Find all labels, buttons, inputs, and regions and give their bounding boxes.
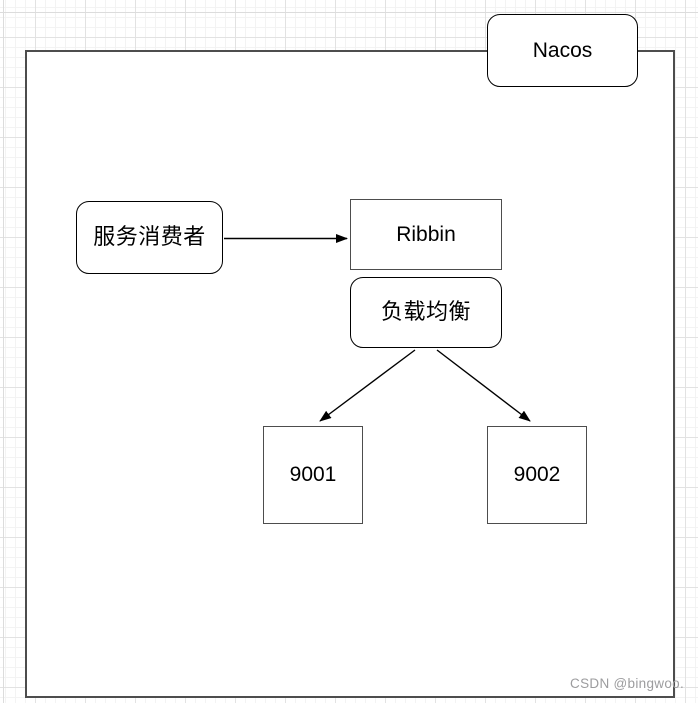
node-ribbin[interactable]: Ribbin [350, 199, 502, 270]
node-service-consumer-label: 服务消费者 [93, 224, 206, 250]
node-service-9001[interactable]: 9001 [263, 426, 363, 524]
node-service-9002-label: 9002 [513, 463, 561, 487]
page-edge-left-line [3, 0, 4, 703]
node-ribbin-label: Ribbin [396, 222, 456, 246]
diagram-boundary-box[interactable] [25, 50, 675, 698]
node-nacos-label: Nacos [532, 38, 593, 62]
node-service-consumer[interactable]: 服务消费者 [76, 201, 223, 274]
node-service-9002[interactable]: 9002 [487, 426, 587, 524]
node-load-balancer[interactable]: 负载均衡 [350, 277, 502, 348]
node-load-balancer-label: 负载均衡 [380, 299, 471, 325]
node-nacos[interactable]: Nacos [487, 14, 638, 87]
node-service-9001-label: 9001 [289, 463, 337, 487]
page-edge-top-line [0, 12, 698, 13]
watermark: CSDN @bingwoo. [570, 676, 684, 691]
